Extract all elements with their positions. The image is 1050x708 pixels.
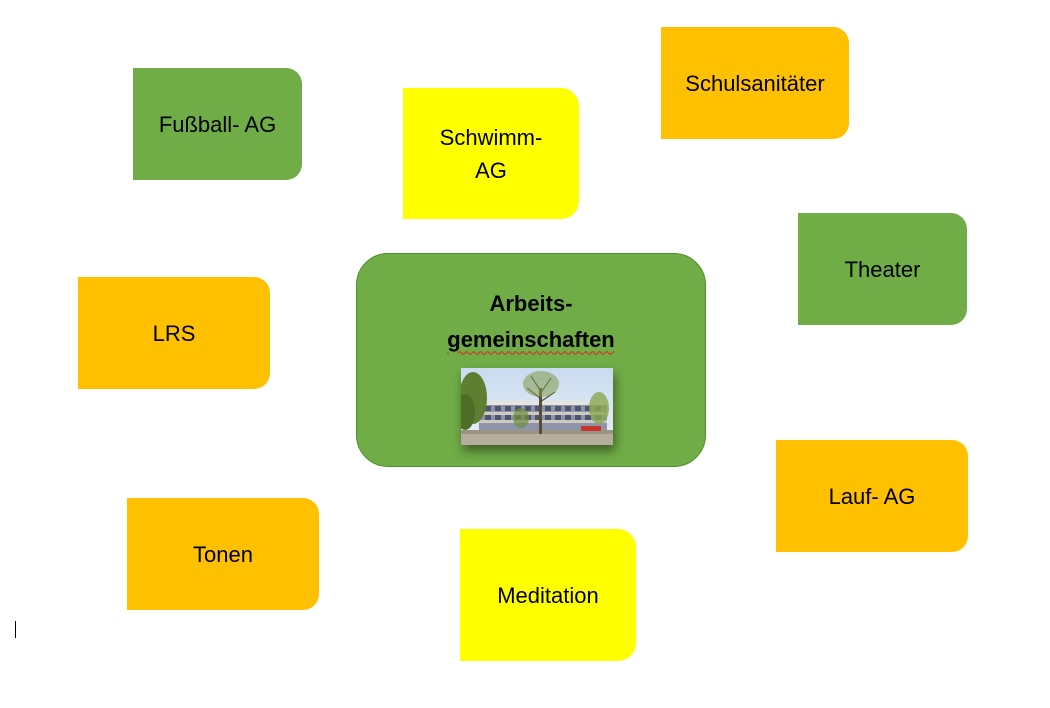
node-lrs-label: LRS (152, 320, 196, 346)
node-schulsanitaeter-label: Schulsanitäter (685, 70, 825, 96)
node-schwimm-ag-label-line2: AG (475, 157, 507, 183)
node-tonen-label: Tonen (193, 541, 253, 567)
node-fussball-ag[interactable]: Fußball- AG (133, 68, 302, 180)
node-schwimm-ag[interactable]: Schwimm- AG (403, 88, 579, 219)
node-lauf-ag[interactable]: Lauf- AG (776, 440, 968, 552)
node-tonen[interactable]: Tonen (127, 498, 319, 610)
center-node-arbeitsgemeinschaften[interactable]: Arbeits- gemeinschaften (356, 253, 706, 467)
center-title-line1: Arbeits- (489, 291, 573, 316)
node-meditation-label: Meditation (497, 582, 599, 608)
text-cursor (15, 621, 16, 638)
node-schwimm-ag-label: Schwimm- AG (434, 121, 549, 187)
node-schwimm-ag-label-line1: Schwimm- (439, 124, 543, 150)
node-lauf-ag-label: Lauf- AG (828, 483, 916, 509)
school-building-photo (461, 368, 613, 445)
node-schulsanitaeter[interactable]: Schulsanitäter (661, 27, 849, 139)
node-theater[interactable]: Theater (798, 213, 967, 325)
node-theater-label: Theater (844, 256, 921, 282)
node-fussball-ag-label: Fußball- AG (158, 111, 277, 137)
center-title: Arbeits- gemeinschaften (357, 286, 705, 359)
node-meditation[interactable]: Meditation (460, 529, 636, 661)
center-title-line2: gemeinschaften (447, 327, 615, 353)
node-lrs[interactable]: LRS (78, 277, 270, 389)
